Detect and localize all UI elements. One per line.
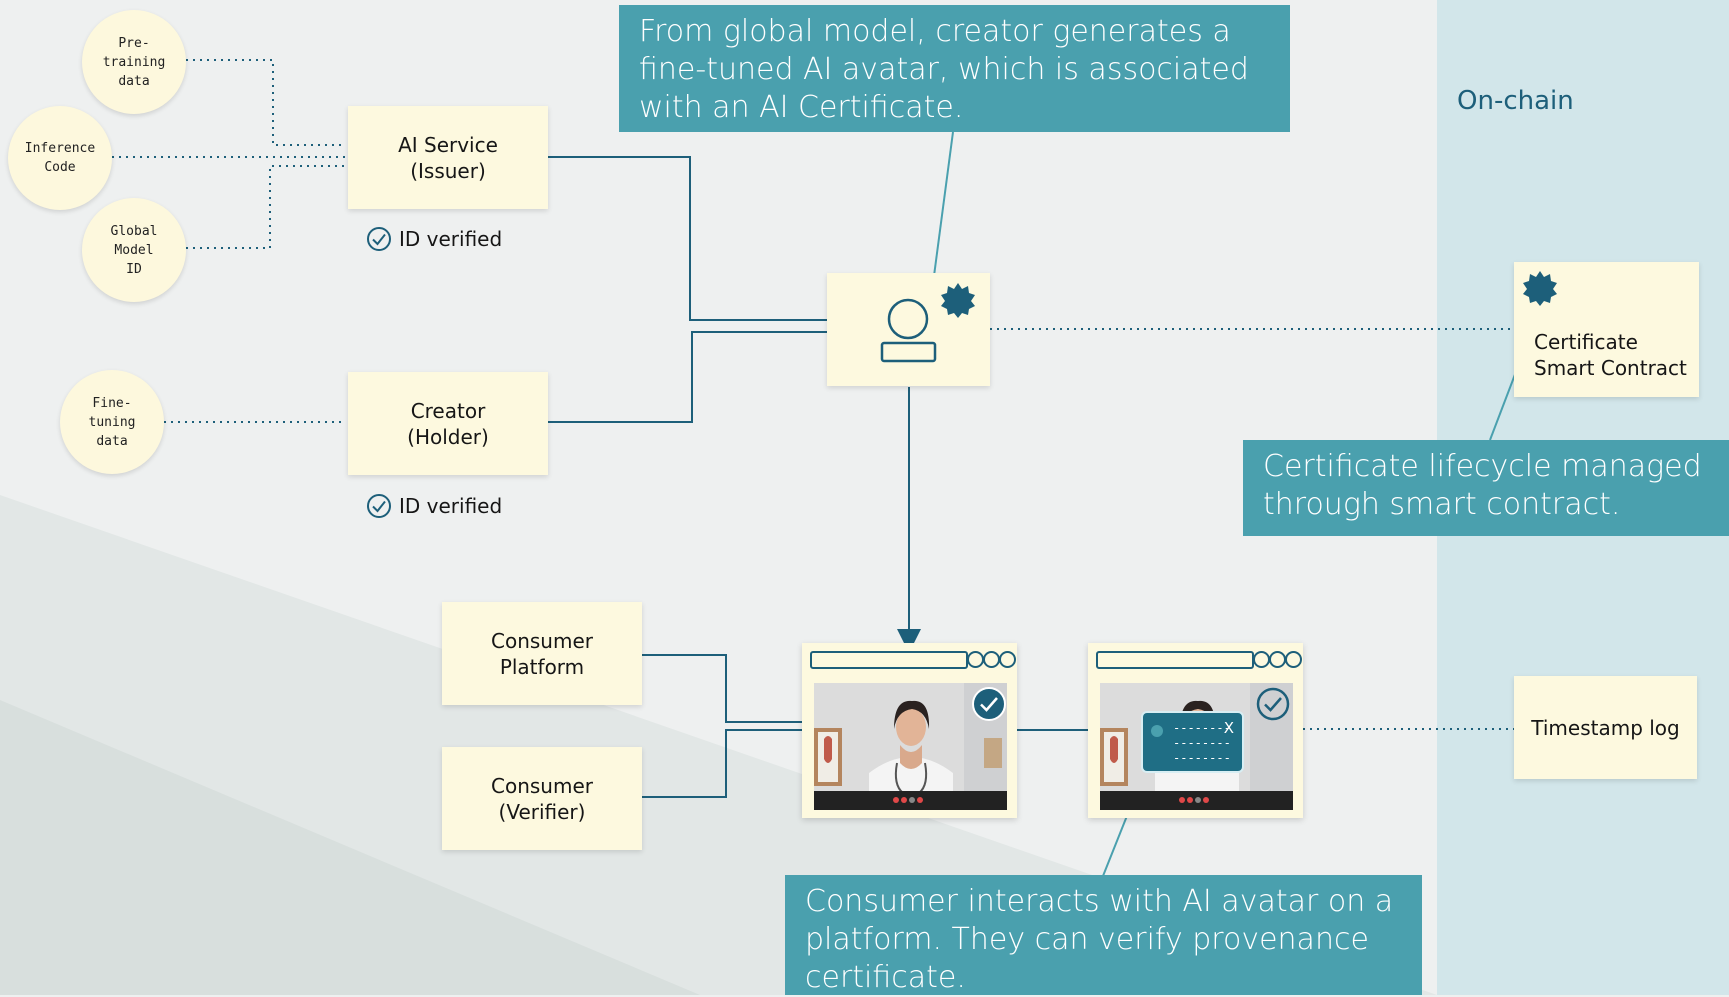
pretraining-data-node: Pre- training data [82,10,186,114]
consumer-callout: Consumer interacts with AI avatar on a p… [785,875,1422,995]
window-address-bar [810,651,968,669]
pointer-dot [1151,725,1163,737]
consumer-verifier-box: Consumer (Verifier) [442,747,642,850]
creator-holder-box: Creator (Holder) [348,372,548,475]
timestamp-log-box: Timestamp log [1514,676,1697,779]
verified-check-icon [1256,687,1290,721]
window-control-dot [1253,651,1270,668]
onchain-label: On-chain [1457,86,1574,116]
ai-service-issuer-box: AI Service (Issuer) [348,106,548,209]
finetuning-data-node: Fine- tuning data [60,370,164,474]
window-control-dot [967,651,984,668]
verified-label: ID verified [399,494,503,518]
window-control-dot [999,651,1016,668]
verified-label: ID verified [399,227,503,251]
popup-certificate-lines: -------- -------- -------- [1173,721,1231,765]
dotted-links [112,59,1520,730]
avatar-callout: From global model, creator generates a f… [619,5,1290,132]
checkmark-circle-icon [367,494,391,518]
popup-close-button[interactable]: X [1223,719,1234,737]
window-address-bar [1096,651,1254,669]
certificate-smart-contract-box [1514,262,1699,397]
certificate-popup[interactable]: -------- -------- -------- X [1141,711,1244,773]
certificate-smart-contract-label: Certificate Smart Contract [1534,330,1687,380]
global-model-id-node: Global Model ID [82,198,186,302]
checkmark-circle-icon [367,227,391,251]
window-control-dot [983,651,1000,668]
window-control-dot [1285,651,1302,668]
solid-links [548,156,1088,798]
issuer-id-verified: ID verified [366,226,502,252]
holder-id-verified: ID verified [366,493,502,519]
window-control-dot [1269,651,1286,668]
certificate-seal-icon [1523,271,1557,306]
consumer-video-window [802,643,1017,818]
certificate-seal-icon [941,283,975,318]
inference-code-node: Inference Code [8,106,112,210]
verified-check-icon [972,687,1006,721]
lifecycle-callout: Certificate lifecycle managed through sm… [1243,440,1729,536]
ai-avatar-box [827,273,990,386]
consumer-platform-box: Consumer Platform [442,602,642,705]
user-icon [880,298,937,363]
